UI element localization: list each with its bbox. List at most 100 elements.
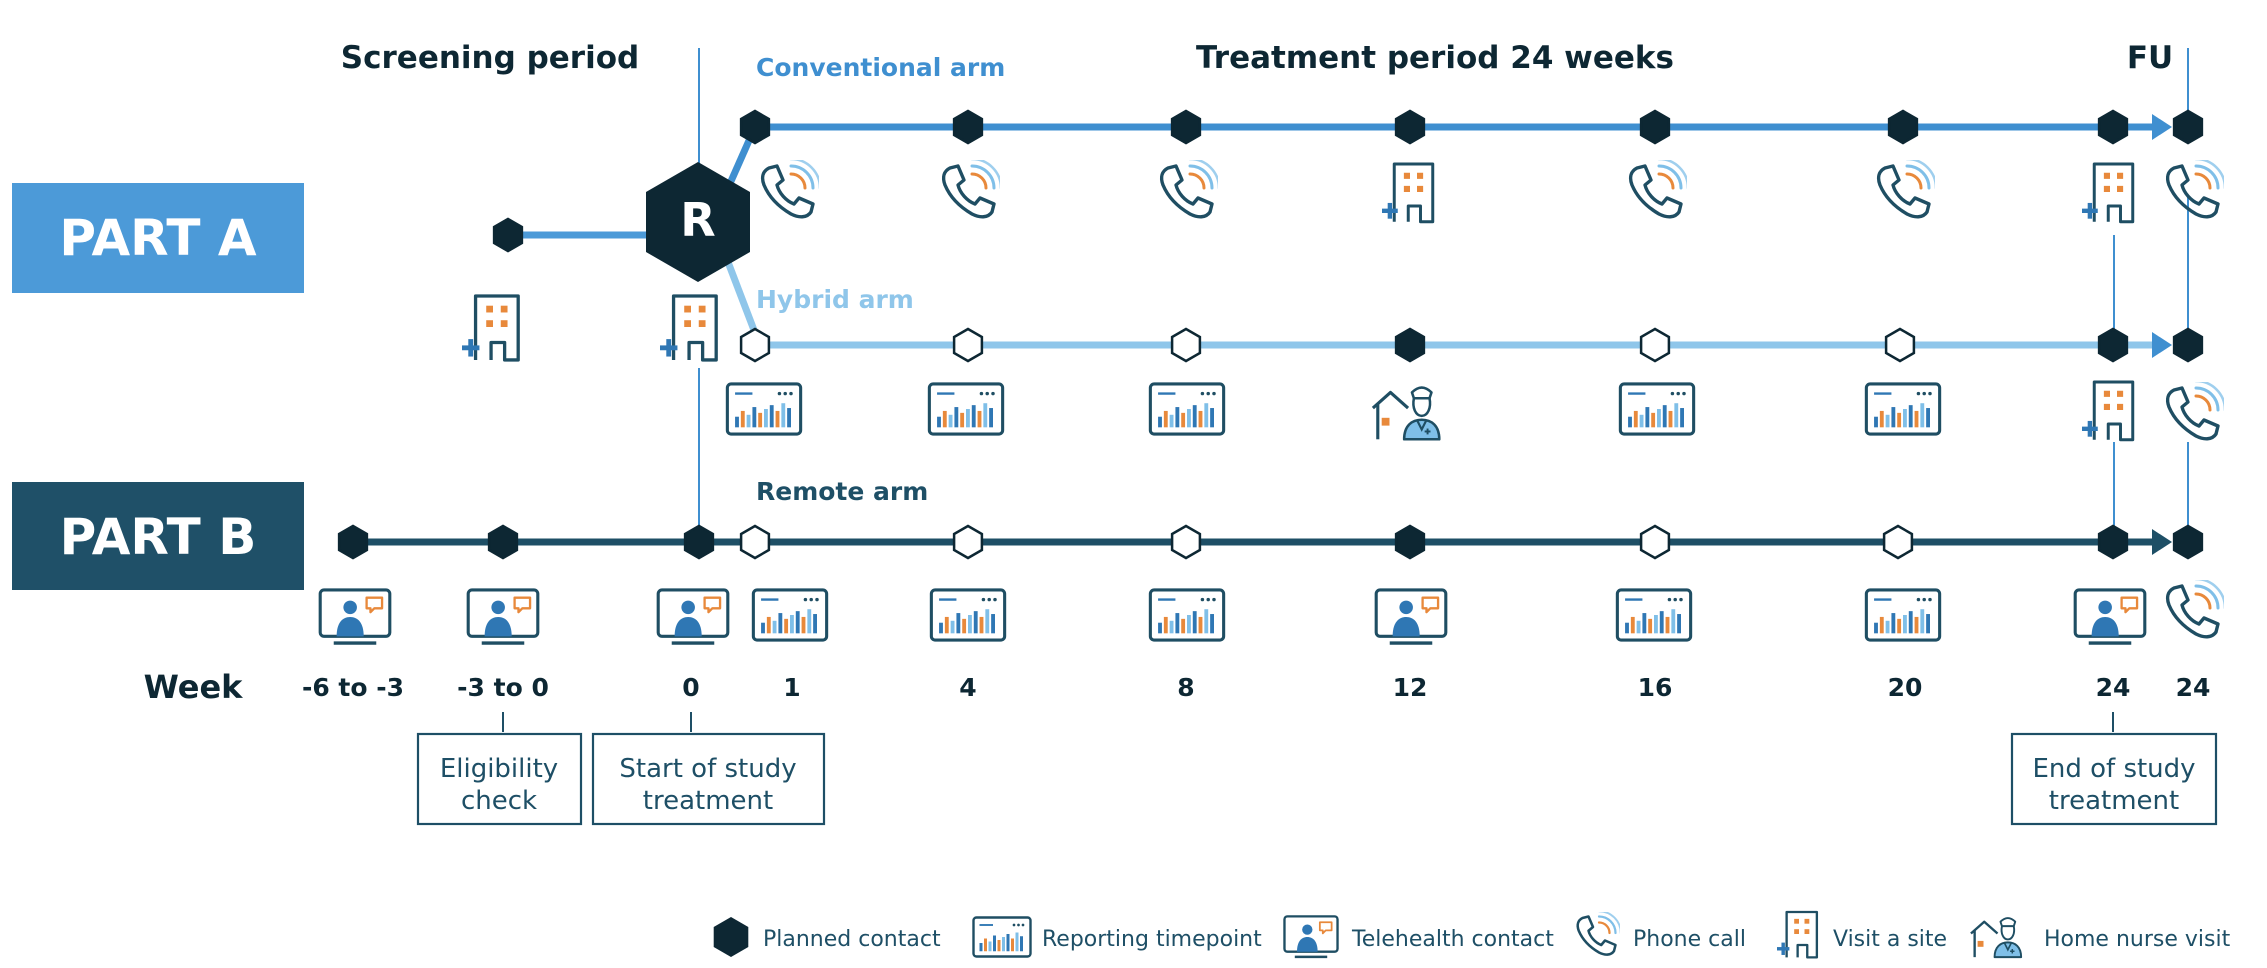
week-tick-16: 16 xyxy=(1638,673,1673,702)
conventional-phone-icon-0 xyxy=(760,160,819,219)
conventional-marker-4 xyxy=(1639,109,1671,145)
hybrid-marker-2 xyxy=(1170,327,1202,363)
conventional-arm-label: Conventional arm xyxy=(756,53,1005,82)
screening-contact-marker-a xyxy=(492,217,524,253)
legend-site-label: Visit a site xyxy=(1833,927,1947,952)
randomization-node: R xyxy=(646,162,750,282)
week-axis-label: Week xyxy=(144,668,244,706)
week-tick-8: 8 xyxy=(1177,673,1194,702)
week-tick-1: 1 xyxy=(783,673,800,702)
hybrid-report-icon-1 xyxy=(927,382,1005,436)
conventional-marker-7 xyxy=(2172,109,2204,145)
remote-marker-8 xyxy=(1882,524,1914,560)
part-a-background xyxy=(12,183,304,293)
eligibility-check-box: Eligibility check xyxy=(416,712,583,826)
legend-site-icon xyxy=(1777,910,1819,959)
legend-nurse-label: Home nurse visit xyxy=(2044,927,2231,952)
hybrid-arrowhead xyxy=(2152,332,2172,358)
legend-reporting-label: Reporting timepoint xyxy=(1042,927,1262,952)
conventional-marker-5 xyxy=(1887,109,1919,145)
conventional-arrowhead xyxy=(2152,114,2172,140)
hybrid-nurse-icon-3 xyxy=(1371,385,1441,441)
randomization-hexagon xyxy=(646,162,750,282)
week-tick-20: 20 xyxy=(1888,673,1923,702)
randomization-label: R xyxy=(680,193,715,247)
part-a-label: PART A xyxy=(12,183,304,293)
remote-marker-3 xyxy=(739,524,771,560)
end-of-study-treatment-box: End of study treatment xyxy=(2010,712,2218,826)
legend-telehealth-label: Telehealth contact xyxy=(1351,927,1554,952)
remote-marker-7 xyxy=(1639,524,1671,560)
remote-report-icon-3 xyxy=(751,588,829,642)
remote-tele-icon-2 xyxy=(656,588,730,645)
randomization-site-icon xyxy=(660,294,718,362)
legend-planned-contact-label: Planned contact xyxy=(763,927,941,952)
conventional-phone-icon-2 xyxy=(1159,160,1218,219)
branch-hybrid xyxy=(724,260,761,340)
conventional-marker-0 xyxy=(739,109,771,145)
end-of-study-line-1: End of study xyxy=(2032,754,2195,784)
hybrid-marker-5 xyxy=(1884,327,1916,363)
remote-phone-icon-10 xyxy=(2165,580,2224,639)
legend-telehealth-icon xyxy=(1283,915,1339,959)
week-tick-24: 24 xyxy=(2096,673,2131,702)
remote-tele-icon-9 xyxy=(2073,588,2147,645)
remote-arrowhead xyxy=(2152,529,2172,555)
hybrid-marker-1 xyxy=(952,327,984,363)
remote-report-icon-7 xyxy=(1615,588,1693,642)
remote-marker-9 xyxy=(2097,524,2129,560)
conventional-site-icon-3 xyxy=(1382,162,1435,224)
week-tick-12: 12 xyxy=(1393,673,1428,702)
treatment-period-header: Treatment period 24 weeks xyxy=(1196,40,1674,76)
eligibility-check-line-1: Eligibility xyxy=(440,754,558,784)
week-tick-4: 4 xyxy=(959,673,976,702)
hybrid-marker-3 xyxy=(1394,327,1426,363)
conventional-phone-icon-7 xyxy=(2165,160,2224,219)
part-b-text: PART B xyxy=(60,508,257,566)
week-tick-screening-1: -6 to -3 xyxy=(302,673,404,702)
remote-report-icon-8 xyxy=(1864,588,1942,642)
conventional-phone-icon-4 xyxy=(1628,160,1687,219)
part-a-text: PART A xyxy=(59,209,257,267)
hybrid-marker-6 xyxy=(2097,327,2129,363)
eligibility-check-line-2: check xyxy=(461,786,537,816)
remote-tele-icon-1 xyxy=(466,588,540,645)
conventional-phone-icon-1 xyxy=(941,160,1000,219)
hybrid-marker-7 xyxy=(2172,327,2204,363)
start-of-study-treatment-box: Start of study treatment xyxy=(591,712,826,826)
conventional-site-icon-6 xyxy=(2082,162,2135,224)
week-tick-24-fu: 24 xyxy=(2176,673,2211,702)
conventional-marker-2 xyxy=(1170,109,1202,145)
remote-marker-1 xyxy=(487,524,519,560)
part-b-label: PART B xyxy=(12,482,304,590)
hybrid-site-icon-6 xyxy=(2082,380,2135,442)
hybrid-report-icon-0 xyxy=(725,382,803,436)
week-tick-screening-2: -3 to 0 xyxy=(457,673,549,702)
remote-tele-icon-0 xyxy=(318,588,392,645)
hybrid-report-icon-4 xyxy=(1618,382,1696,436)
hybrid-arm-label: Hybrid arm xyxy=(756,285,914,314)
start-of-study-line-2: treatment xyxy=(643,786,773,816)
week-ticks: -6 to -3 -3 to 0 0 1 4 8 12 16 20 24 24 xyxy=(302,673,2210,702)
conventional-marker-3 xyxy=(1394,109,1426,145)
remote-tele-icon-6 xyxy=(1374,588,1448,645)
legend-reporting-icon xyxy=(972,916,1032,958)
remote-report-icon-5 xyxy=(1148,588,1226,642)
hybrid-report-icon-5 xyxy=(1864,382,1942,436)
legend-phone-label: Phone call xyxy=(1633,927,1746,952)
part-b-background xyxy=(12,482,304,590)
remote-marker-10 xyxy=(2172,524,2204,560)
end-of-study-line-2: treatment xyxy=(2049,786,2179,816)
screening-period-header: Screening period xyxy=(341,40,639,76)
remote-arm-label: Remote arm xyxy=(756,477,928,506)
legend: Planned contact Reporting timepoint Tele… xyxy=(713,910,2231,959)
week-tick-0: 0 xyxy=(682,673,699,702)
remote-marker-5 xyxy=(1170,524,1202,560)
conventional-phone-icon-5 xyxy=(1876,160,1935,219)
hybrid-marker-4 xyxy=(1639,327,1671,363)
remote-marker-0 xyxy=(337,524,369,560)
conventional-marker-6 xyxy=(2097,109,2129,145)
legend-nurse-icon xyxy=(1969,916,2023,959)
contact-markers xyxy=(337,109,2204,560)
